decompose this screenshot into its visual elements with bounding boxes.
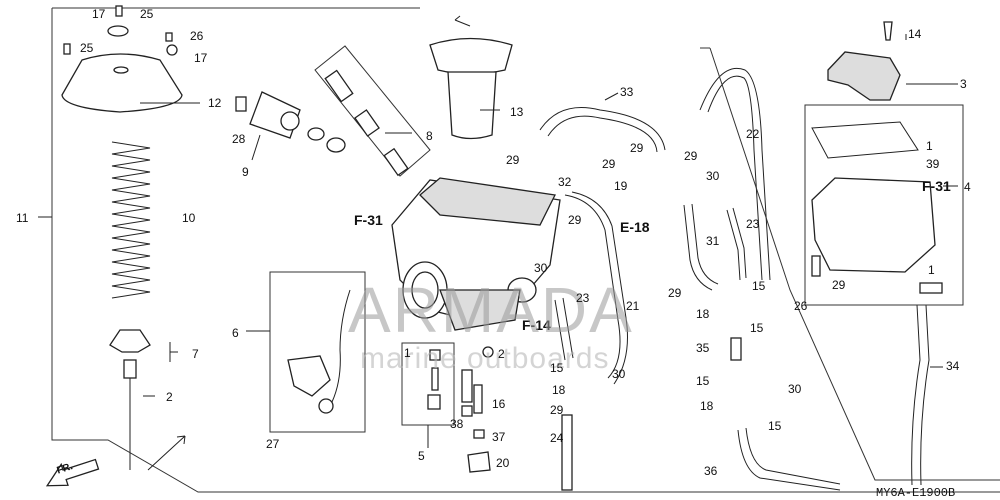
part-label-11[interactable]: 11	[16, 211, 29, 225]
part-label-30[interactable]: 30	[706, 169, 720, 183]
part-label-29[interactable]: 29	[568, 213, 582, 227]
front-label: FR.	[55, 461, 74, 477]
box-5	[401, 342, 494, 473]
part-label-5[interactable]: 5	[418, 449, 425, 463]
diagram-code: MY6A-E1900B	[876, 486, 955, 500]
part-label-1[interactable]: 1	[926, 139, 933, 153]
part-label-30[interactable]: 30	[612, 367, 626, 381]
part-label-15[interactable]: 15	[752, 279, 766, 293]
part-label-29[interactable]: 29	[630, 141, 644, 155]
watermark-brand: ARMADA	[348, 274, 634, 346]
part-label-29[interactable]: 29	[506, 153, 520, 167]
top-cover	[61, 5, 183, 113]
part-label-36[interactable]: 36	[704, 464, 718, 478]
box-6	[246, 271, 366, 433]
part-label-20[interactable]: 20	[496, 456, 510, 470]
part-label-18[interactable]: 18	[696, 307, 710, 321]
part-label-15[interactable]: 15	[750, 321, 764, 335]
part-label-4[interactable]: 4	[964, 180, 971, 194]
part-label-16[interactable]: 16	[492, 397, 506, 411]
part-label-29[interactable]: 29	[602, 157, 616, 171]
part-label-28[interactable]: 28	[232, 132, 246, 146]
part-label-25[interactable]: 25	[80, 41, 94, 55]
part-label-17[interactable]: 17	[92, 7, 106, 21]
ref-f31-carb[interactable]: F-31	[354, 212, 383, 228]
part-label-26[interactable]: 26	[794, 299, 808, 313]
part-label-18[interactable]: 18	[700, 399, 714, 413]
leaders	[140, 34, 958, 397]
part-label-31[interactable]: 31	[706, 234, 720, 248]
part-label-19[interactable]: 19	[614, 179, 628, 193]
part-label-25[interactable]: 25	[140, 7, 154, 21]
part-label-30[interactable]: 30	[788, 382, 802, 396]
part-label-38[interactable]: 38	[450, 417, 464, 431]
float-chamber	[804, 21, 964, 306]
part-label-39[interactable]: 39	[926, 157, 940, 171]
part-label-7[interactable]: 7	[192, 347, 199, 361]
carburetor-body	[391, 177, 561, 331]
part-label-27[interactable]: 27	[266, 437, 280, 451]
part-label-29[interactable]: 29	[684, 149, 698, 163]
part-label-24[interactable]: 24	[550, 431, 564, 445]
pump-cover	[235, 91, 346, 153]
ref-e18[interactable]: E-18	[620, 219, 650, 235]
part-label-3[interactable]: 3	[960, 77, 967, 91]
part-label-12[interactable]: 12	[208, 96, 222, 110]
hoses	[539, 47, 1000, 491]
part-label-2[interactable]: 2	[166, 390, 173, 404]
jet-needle	[109, 329, 151, 470]
part-label-9[interactable]: 9	[242, 165, 249, 179]
part-label-33[interactable]: 33	[620, 85, 634, 99]
diaphragm	[429, 15, 513, 140]
part-label-34[interactable]: 34	[946, 359, 960, 373]
watermark-tagline: marine outboards	[360, 342, 609, 375]
part-label-1[interactable]: 1	[928, 263, 935, 277]
part-label-21[interactable]: 21	[626, 299, 640, 313]
ref-f14[interactable]: F-14	[522, 317, 551, 333]
part-label-29[interactable]: 29	[550, 403, 564, 417]
ref-f31-float[interactable]: F-31	[922, 178, 951, 194]
part-label-22[interactable]: 22	[746, 127, 760, 141]
part-label-15[interactable]: 15	[768, 419, 782, 433]
part-label-1[interactable]: 1	[404, 346, 411, 360]
part-label-29[interactable]: 29	[832, 278, 846, 292]
part-label-18[interactable]: 18	[552, 383, 566, 397]
part-label-13[interactable]: 13	[510, 105, 524, 119]
part-label-15[interactable]: 15	[550, 361, 564, 375]
front-direction-arrow	[45, 458, 100, 487]
spring	[111, 141, 151, 299]
part-label-32[interactable]: 32	[558, 175, 572, 189]
part-label-17[interactable]: 17	[194, 51, 208, 65]
part-label-15[interactable]: 15	[696, 374, 710, 388]
part-label-23[interactable]: 23	[746, 217, 760, 231]
assembly-frame	[51, 8, 1000, 493]
part-label-37[interactable]: 37	[492, 430, 506, 444]
part-label-14[interactable]: 14	[908, 27, 922, 41]
box-8	[314, 45, 431, 177]
part-label-6[interactable]: 6	[232, 326, 239, 340]
part-label-35[interactable]: 35	[696, 341, 710, 355]
part-label-8[interactable]: 8	[426, 129, 433, 143]
part-label-23[interactable]: 23	[576, 291, 590, 305]
part-label-29[interactable]: 29	[668, 286, 682, 300]
part-label-26[interactable]: 26	[190, 29, 204, 43]
part-label-2[interactable]: 2	[498, 347, 505, 361]
part-label-30[interactable]: 30	[534, 261, 548, 275]
part-label-10[interactable]: 10	[182, 211, 196, 225]
